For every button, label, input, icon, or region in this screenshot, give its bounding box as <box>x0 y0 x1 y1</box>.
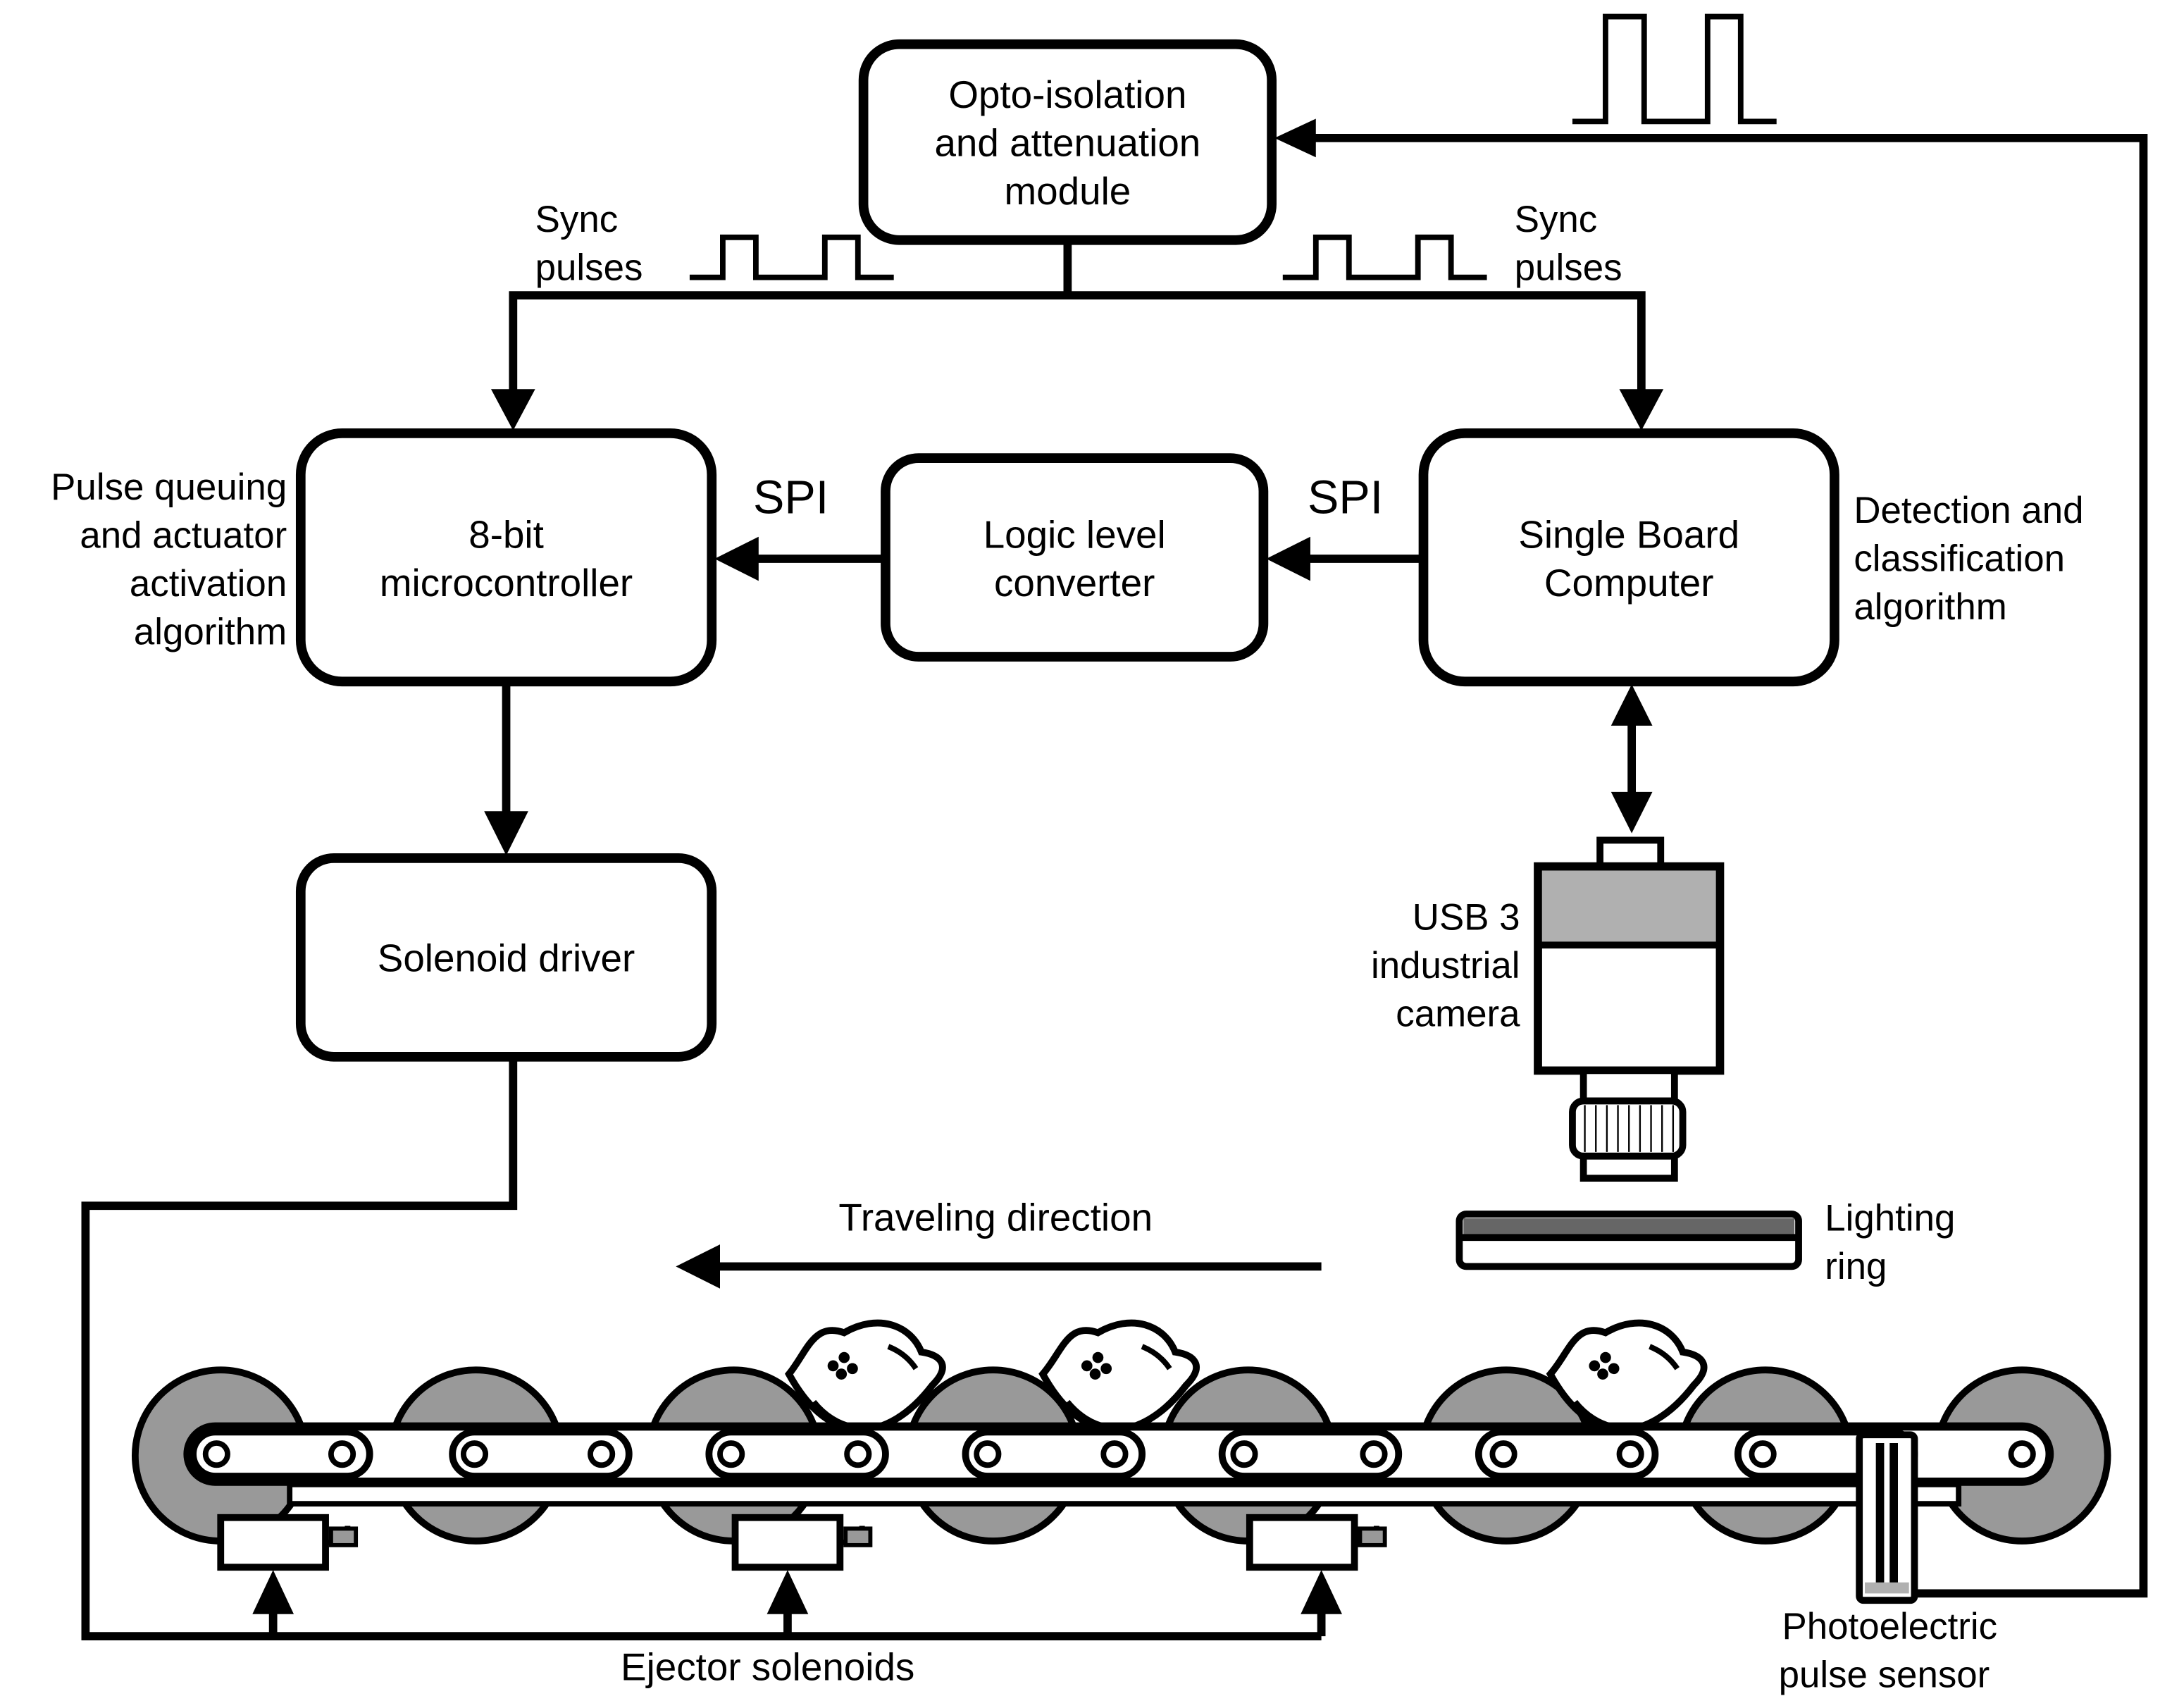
lighting-ring-label: Lighting ring <box>1825 1197 1955 1287</box>
sync-right-line-1: Sync <box>1515 199 1598 240</box>
camera-icon <box>1534 836 1725 1182</box>
opto-input-arrowhead <box>1274 118 1316 158</box>
svg-text:Detection and: Detection and <box>1854 490 2083 531</box>
photoelectric-sensor-icon <box>1856 1431 1918 1604</box>
svg-text:Photoelectric: Photoelectric <box>1782 1606 1997 1647</box>
sync-pulse-right-waveform <box>1282 234 1487 280</box>
opto-line-2: and attenuation <box>934 120 1200 164</box>
microcontroller-block: 8-bit microcontroller <box>295 428 717 687</box>
ejector-solenoid-icon <box>731 1514 873 1571</box>
ejector-solenoid-icon <box>1246 1514 1387 1571</box>
svg-text:and actuator: and actuator <box>80 514 287 556</box>
svg-text:camera: camera <box>1396 994 1520 1035</box>
sbc-link-up-arrowhead <box>1610 684 1653 726</box>
spi-left-label: SPI <box>753 471 828 524</box>
sensor-feedback-wire <box>1310 134 2148 1598</box>
svg-text:industrial: industrial <box>1371 945 1520 986</box>
ejector-bus-wire <box>81 1056 1322 1640</box>
single-board-computer-block: Single Board Computer <box>1418 428 1839 687</box>
driver-arrowhead <box>484 811 528 855</box>
camera-link-down-arrowhead <box>1610 791 1653 834</box>
sensor-label: Photoelectric pulse sensor <box>1779 1606 1997 1696</box>
spi-mcu-arrowhead <box>714 536 759 581</box>
mcu-line-1: 8-bit <box>468 512 544 556</box>
ejector-3-arrowhead <box>1301 1570 1342 1614</box>
ejector-1-arrowhead <box>252 1570 294 1614</box>
mcu-line-2: microcontroller <box>380 561 633 605</box>
traveling-direction-label: Traveling direction <box>838 1195 1153 1239</box>
sbc-line-2: Computer <box>1544 561 1714 605</box>
svg-text:Pulse queuing: Pulse queuing <box>51 466 287 508</box>
ejector-solenoids-label: Ejector solenoids <box>621 1645 914 1689</box>
camera-label: USB 3 industrial camera <box>1371 897 1520 1035</box>
opto-line-1: Opto-isolation <box>948 73 1186 116</box>
sync-pulse-left-waveform <box>689 234 894 280</box>
sync-left-line-2: pulses <box>535 247 643 289</box>
ejector-2-arrowhead <box>766 1570 809 1614</box>
logic-level-converter-block: Logic level converter <box>881 453 1269 662</box>
opto-line-3: module <box>1005 169 1131 213</box>
svg-text:ring: ring <box>1825 1246 1887 1287</box>
chain-pins <box>202 1440 2036 1468</box>
llc-line-1: Logic level <box>983 512 1166 556</box>
sbc-line-1: Single Board <box>1518 512 1739 556</box>
sbc-sync-arrowhead <box>1619 389 1664 431</box>
ejector-feed-wires <box>268 1611 1326 1637</box>
svg-text:classification: classification <box>1854 538 2065 580</box>
ejector-solenoid-icon <box>217 1514 359 1571</box>
driver-label: Solenoid driver <box>378 936 635 979</box>
spi-llc-arrowhead <box>1266 536 1310 581</box>
sensor-pulse-waveform <box>1572 13 1777 125</box>
mcu-sync-arrowhead <box>490 389 535 431</box>
svg-text:USB 3: USB 3 <box>1413 897 1520 939</box>
conveyor <box>131 1319 2111 1604</box>
sbc-algorithm-label: Detection and classification algorithm <box>1854 490 2083 628</box>
svg-text:pulse sensor: pulse sensor <box>1779 1654 1990 1696</box>
svg-text:algorithm: algorithm <box>134 611 287 652</box>
solenoid-driver-block: Solenoid driver <box>295 853 717 1062</box>
opto-isolation-block: Opto-isolation and attenuation module <box>858 39 1277 245</box>
svg-text:activation: activation <box>130 563 287 605</box>
traveling-direction-arrowhead <box>676 1244 720 1289</box>
svg-text:algorithm: algorithm <box>1854 586 2006 628</box>
spi-right-label: SPI <box>1308 471 1383 524</box>
sync-right-line-2: pulses <box>1515 247 1622 289</box>
svg-text:Lighting: Lighting <box>1825 1197 1955 1239</box>
conveyor-lower-rail <box>287 1481 1962 1507</box>
lighting-ring-icon <box>1455 1211 1802 1270</box>
sync-bus-wire <box>509 240 1646 392</box>
llc-line-2: converter <box>994 561 1155 605</box>
mcu-algorithm-label: Pulse queuing and actuator activation al… <box>51 466 287 653</box>
sync-left-line-1: Sync <box>535 199 619 240</box>
